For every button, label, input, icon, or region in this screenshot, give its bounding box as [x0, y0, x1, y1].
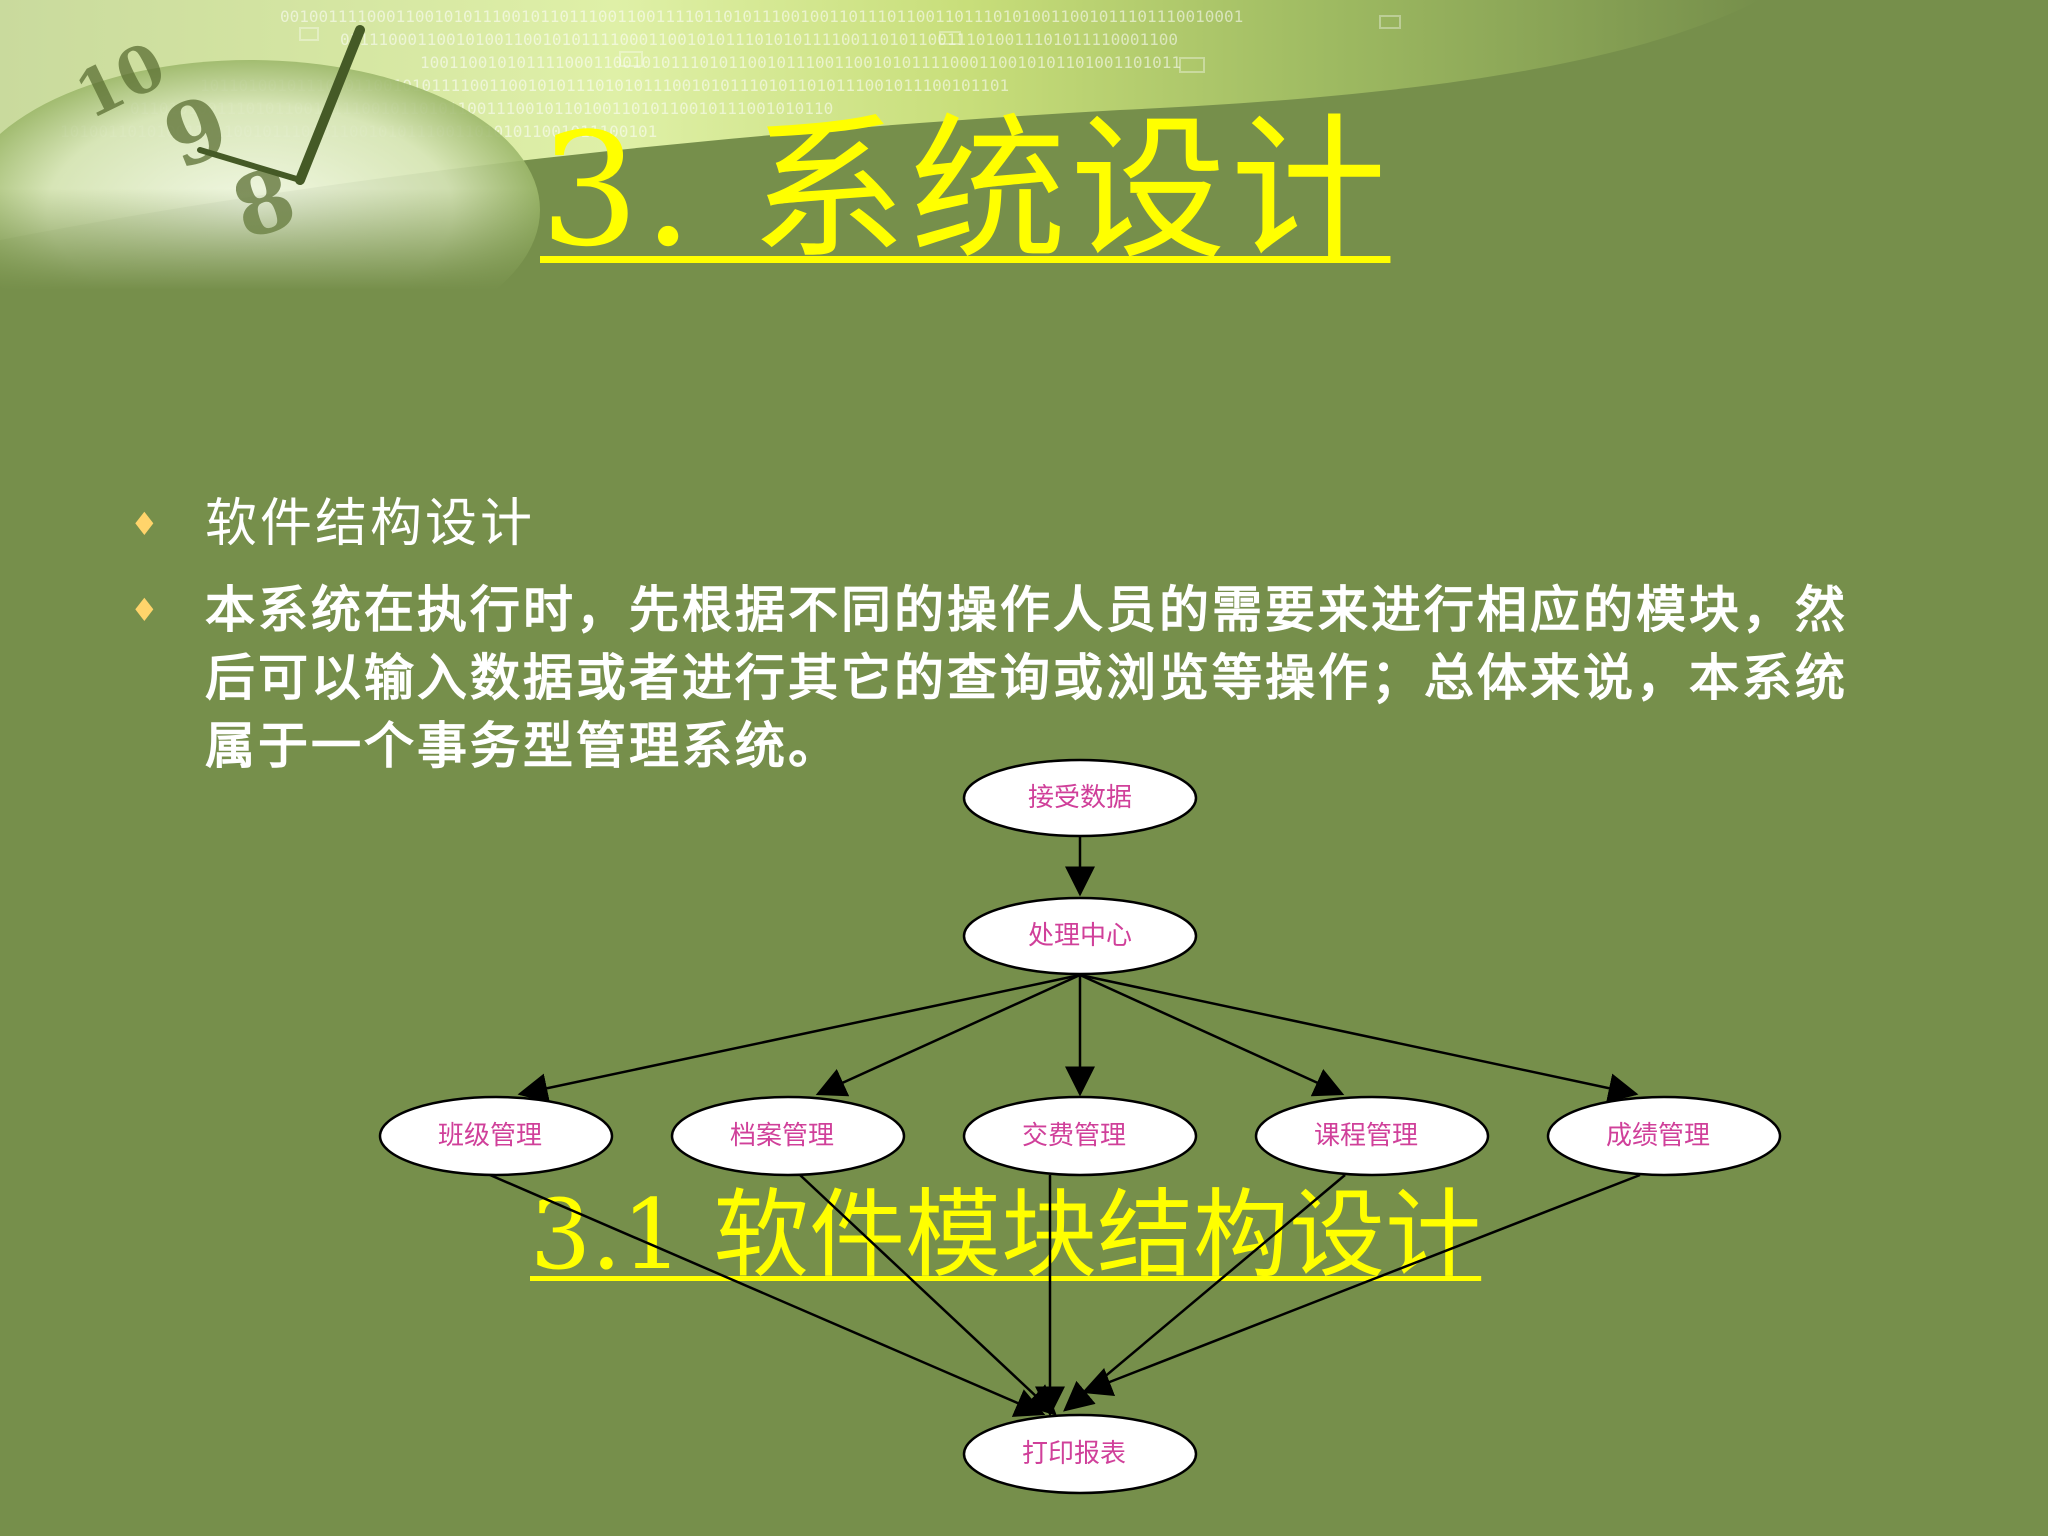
edge-process-to-class	[517, 973, 1081, 1103]
node-fee-management-label: 交费管理	[1022, 1121, 1126, 1151]
node-archive-management-label: 档案管理	[730, 1121, 834, 1151]
node-grade-management-label: 成绩管理	[1606, 1121, 1710, 1151]
bullet-text: 软件结构设计	[205, 494, 536, 554]
edge-process-to-archive	[815, 973, 1081, 1097]
node-class-management-label: 班级管理	[438, 1121, 542, 1151]
node-archive-management: 档案管理	[670, 1095, 906, 1177]
node-processing-center-label: 处理中心	[1028, 921, 1132, 951]
decorative-banner: 0010011110001100101011100101101110011001…	[0, 0, 2048, 290]
diagram-edges	[489, 836, 1641, 1417]
edge-process-to-grade	[1079, 973, 1639, 1103]
diagram-nodes: 接受数据 处理中心 班级管理 档案管理 交费管理 课程管理	[378, 758, 1782, 1495]
bullet-item: ♦ 本系统在执行时，先根据不同的操作人员的需要来进行相应的模块，然后可以输入数据…	[130, 576, 1890, 780]
node-print-report-label: 打印报表	[1022, 1439, 1126, 1469]
edge-process-to-course	[1079, 973, 1345, 1097]
node-grade-management: 成绩管理	[1546, 1095, 1782, 1177]
bullet-item: ♦ 软件结构设计	[130, 490, 1890, 558]
section-subtitle: 3.1 软件模块结构设计	[530, 1179, 1482, 1291]
node-course-management: 课程管理	[1254, 1095, 1490, 1177]
slide-title: 3. 系统设计	[540, 99, 1391, 281]
bullet-text: 本系统在执行时，先根据不同的操作人员的需要来进行相应的模块，然后可以输入数据或者…	[205, 580, 1848, 775]
node-processing-center: 处理中心	[962, 896, 1198, 976]
bullet-list: ♦ 软件结构设计 ♦ 本系统在执行时，先根据不同的操作人员的需要来进行相应的模块…	[130, 490, 1890, 798]
node-class-management: 班级管理	[378, 1095, 614, 1177]
node-course-management-label: 课程管理	[1314, 1121, 1418, 1151]
node-fee-management: 交费管理	[962, 1095, 1198, 1177]
diamond-bullet-icon: ♦	[130, 591, 159, 629]
node-print-report: 打印报表	[962, 1413, 1198, 1495]
diamond-bullet-icon: ♦	[130, 505, 159, 543]
